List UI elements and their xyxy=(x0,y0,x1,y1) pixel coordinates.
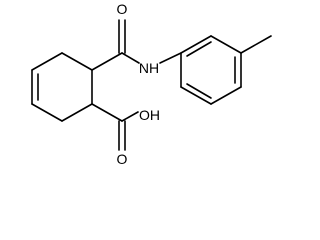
ring-bond-top xyxy=(61,52,93,71)
amide-carbon-nitrogen-bond xyxy=(121,52,140,64)
acid-oxygen-label: O xyxy=(117,151,128,167)
acid-hydroxyl-label: OH xyxy=(139,107,160,123)
structural-formula: O NH OH O xyxy=(31,1,272,167)
benzene-ring xyxy=(180,35,272,105)
ring-bond-upper-left xyxy=(31,52,63,71)
benzene-bond-1-inner xyxy=(186,41,212,57)
amide-group xyxy=(91,19,182,71)
acid-carbon-hydroxyl-bond xyxy=(121,111,139,122)
benzene-bond-1 xyxy=(180,35,212,54)
amide-oxygen-label: O xyxy=(117,1,128,17)
benzene-bond-4 xyxy=(210,86,242,105)
methyl-bond xyxy=(240,35,272,54)
amide-nitrogen-label: NH xyxy=(139,60,159,76)
ring-bond-bottom xyxy=(61,103,93,122)
ring-to-acid-carbon-bond xyxy=(91,103,123,122)
nitrogen-to-aryl-bond xyxy=(159,52,182,64)
ring-bond-lower-left xyxy=(31,103,63,122)
benzene-bond-2 xyxy=(210,35,242,54)
cyclohexene-ring xyxy=(31,52,93,122)
ring-to-amide-carbon-bond xyxy=(91,52,123,71)
benzene-bond-5 xyxy=(180,86,212,105)
carboxylic-acid-group xyxy=(91,103,139,151)
benzene-bond-5-inner xyxy=(186,83,212,99)
